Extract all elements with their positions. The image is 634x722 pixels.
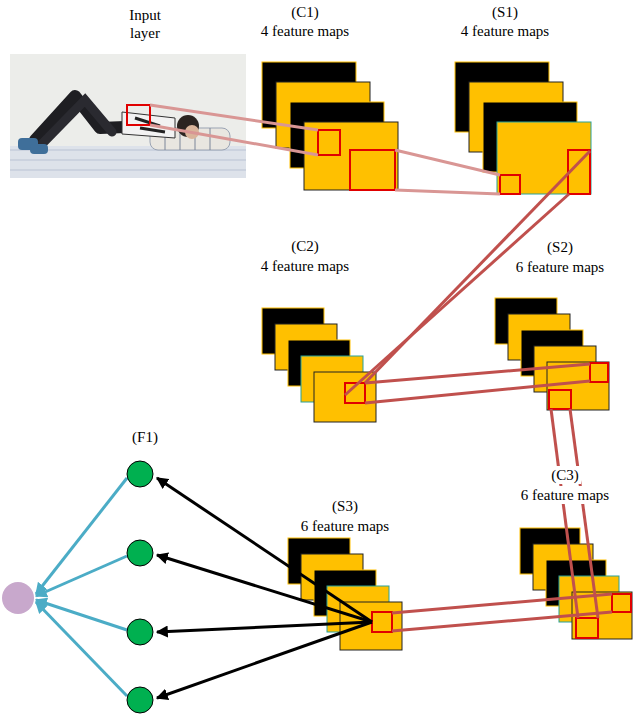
layer-title: Input layer xyxy=(117,6,173,42)
receptive-field-link xyxy=(551,409,598,618)
receptive-field-link xyxy=(392,594,612,631)
link-line xyxy=(392,594,612,613)
feature-map-stack xyxy=(288,538,402,650)
layer-size: 4 feature maps xyxy=(259,22,351,40)
layer-title: (C3) xyxy=(549,466,581,484)
feature-map-stack xyxy=(262,308,376,422)
layer-title: (F1) xyxy=(130,428,160,446)
feature-map-stack xyxy=(455,62,591,194)
layer-node: Input layer xyxy=(5,3,251,183)
receptive-field-link xyxy=(365,364,590,403)
receptive-field-link xyxy=(395,150,500,194)
layer-title: (S3) xyxy=(330,497,360,515)
layer-size: 6 feature maps xyxy=(514,258,606,276)
feature-map-stack xyxy=(495,298,609,410)
layer-size: 4 feature maps xyxy=(259,257,351,275)
input-photo xyxy=(10,54,246,178)
link-line xyxy=(395,190,500,194)
layer-size: 6 feature maps xyxy=(299,517,391,535)
layer-size: 4 feature maps xyxy=(459,22,551,40)
link-line xyxy=(150,105,318,130)
layer-node: (C2) 4 feature maps xyxy=(255,235,385,425)
layer-title: (C2) xyxy=(289,237,321,255)
layer-node: (S2) 6 feature maps xyxy=(490,235,615,415)
layer-node: (S1)4 feature maps xyxy=(440,3,595,198)
link-line xyxy=(365,381,590,403)
receptive-field-link xyxy=(150,105,318,155)
feature-map-stack xyxy=(520,528,632,639)
layer-node: (S3) 6 feature maps xyxy=(283,495,408,655)
link-line xyxy=(395,150,500,175)
layer-size: 6 feature maps xyxy=(519,486,611,504)
layer-node: (C3) 6 feature maps xyxy=(515,462,634,642)
link-line xyxy=(365,364,590,383)
layer-title: (S2) xyxy=(545,238,575,256)
link-line xyxy=(345,194,569,395)
link-line xyxy=(392,612,612,631)
link-line xyxy=(570,409,598,618)
layer-title: (S1) xyxy=(490,3,520,21)
link-line xyxy=(150,125,318,155)
fully-connected-layer xyxy=(2,461,372,713)
layer-title: (C1) xyxy=(289,3,321,21)
layer-node: (C1)4 feature maps xyxy=(250,3,400,198)
